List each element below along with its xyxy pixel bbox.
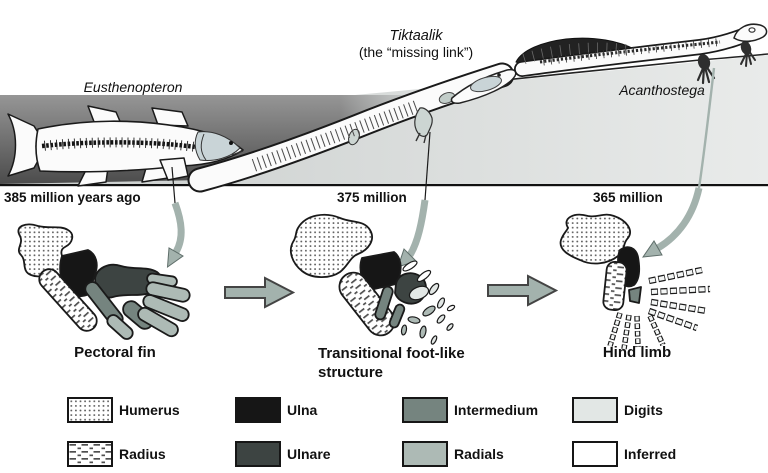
legend-label: Humerus xyxy=(119,402,180,418)
strip-bottom-line xyxy=(0,184,768,187)
legend-item-intermedium: Intermedium xyxy=(402,397,538,423)
legend-item-humerus: Humerus xyxy=(67,397,180,423)
radials-swatch xyxy=(402,441,448,467)
radius-bone xyxy=(602,260,628,312)
transitional-foot-diagram xyxy=(289,213,456,345)
legend-label: Ulnare xyxy=(287,446,331,462)
intermedium-bone xyxy=(374,285,394,321)
fish-eye xyxy=(229,141,233,145)
legend-label: Radius xyxy=(119,446,166,462)
legend-label: Intermedium xyxy=(454,402,539,418)
acanthostega-head xyxy=(733,23,768,42)
timeline-385: 385 million years ago xyxy=(4,190,141,205)
eusthenopteron-label: Eusthenopteron xyxy=(83,79,183,95)
transitional-caption-line1: Transitional foot-like xyxy=(318,345,465,362)
leader-arrows xyxy=(166,67,716,269)
intermedium-swatch xyxy=(402,397,448,423)
legend-item-radius: Radius xyxy=(67,441,166,467)
intermedium-bone xyxy=(628,286,642,304)
legend-item-ulnare: Ulnare xyxy=(235,441,331,467)
tiktaalik-eye xyxy=(497,73,501,77)
tiktaalik-label: Tiktaalik xyxy=(389,28,443,44)
tiktaalik-body xyxy=(189,64,513,191)
digit-chains xyxy=(607,266,711,350)
shoreline xyxy=(504,53,768,81)
legend-item-inferred: Inferred xyxy=(572,441,676,467)
acanthostega-eye xyxy=(748,27,756,33)
ulnare-swatch xyxy=(235,441,281,467)
hind-limb-diagram xyxy=(559,213,711,350)
legend-label: Radials xyxy=(454,446,504,462)
acanthostega-spine xyxy=(539,40,721,64)
digits-swatch xyxy=(572,397,618,423)
eusthenopteron-figure xyxy=(7,105,244,187)
tiktaalik-subtitle: (the “missing link”) xyxy=(358,44,474,60)
timeline-375: 375 million xyxy=(337,190,407,205)
pectoral-fin-diagram xyxy=(17,223,191,340)
radius-bone xyxy=(38,268,98,332)
legend-label: Digits xyxy=(624,402,663,418)
legend-item-digits: Digits xyxy=(572,397,663,423)
ulna-swatch xyxy=(235,397,281,423)
fish-skull xyxy=(194,131,241,161)
tiktaalik-fin xyxy=(414,107,433,137)
arrow-to-pectoral-fin-icon xyxy=(166,247,184,269)
right-arrow-icon xyxy=(224,276,296,309)
humerus-swatch xyxy=(67,397,113,423)
radius-swatch xyxy=(67,441,113,467)
acanthostega-body xyxy=(515,25,761,76)
legend-item-ulna: Ulna xyxy=(235,397,317,423)
arrow-to-hind-limb-icon xyxy=(641,240,663,258)
legend-label: Ulna xyxy=(287,402,318,418)
pectoral-fin-caption: Pectoral fin xyxy=(74,344,156,361)
legend-label: Inferred xyxy=(624,446,677,462)
legend-item-radials: Radials xyxy=(402,441,504,467)
acanthostega-label: Acanthostega xyxy=(619,82,705,98)
small-foot-bones xyxy=(400,260,456,345)
acanthostega-figure xyxy=(514,23,768,85)
tiktaalik-figure xyxy=(187,62,517,193)
timeline-365: 365 million xyxy=(593,190,663,205)
transitional-caption-line2: structure xyxy=(318,364,384,381)
hind-limb-caption: Hind limb xyxy=(602,344,672,361)
evolution-step-arrows xyxy=(224,274,559,309)
fish-pectoral-fin xyxy=(159,157,189,181)
humerus-bone xyxy=(289,213,373,279)
inferred-swatch xyxy=(572,441,618,467)
right-arrow-icon xyxy=(487,274,559,307)
fish-spine xyxy=(41,140,197,150)
